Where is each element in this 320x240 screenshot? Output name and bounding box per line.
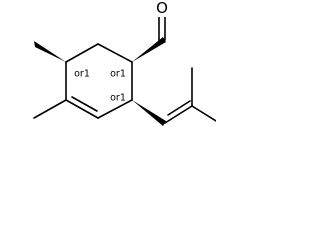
wedge-bond-c1-cho: [132, 37, 166, 62]
stereo-label-c2: or1: [110, 93, 126, 104]
ring-bond-c6-c1: [97, 43, 133, 63]
ring-bond-c3-c4-inner: [71, 96, 98, 112]
ring-bond-c3-c4: [65, 99, 99, 119]
alkene-bond-second: [167, 100, 191, 116]
methyl-bond-c4: [33, 99, 67, 119]
ring-bond-c2-c3: [97, 99, 133, 119]
alkene-bond: [164, 105, 193, 124]
wedge-bond-c5-methyl: [34, 41, 66, 62]
ring-bond-c5-c6: [65, 43, 99, 63]
structure-canvas: O or1 or1 or1: [33, 0, 216, 126]
wedge-bond-c2-ch: [132, 100, 166, 126]
isobutenyl-methyl-lower: [191, 105, 216, 122]
oxygen-atom-label: O: [156, 0, 168, 17]
stereo-label-c5: or1: [74, 69, 90, 80]
stereo-label-c1: or1: [110, 69, 126, 80]
